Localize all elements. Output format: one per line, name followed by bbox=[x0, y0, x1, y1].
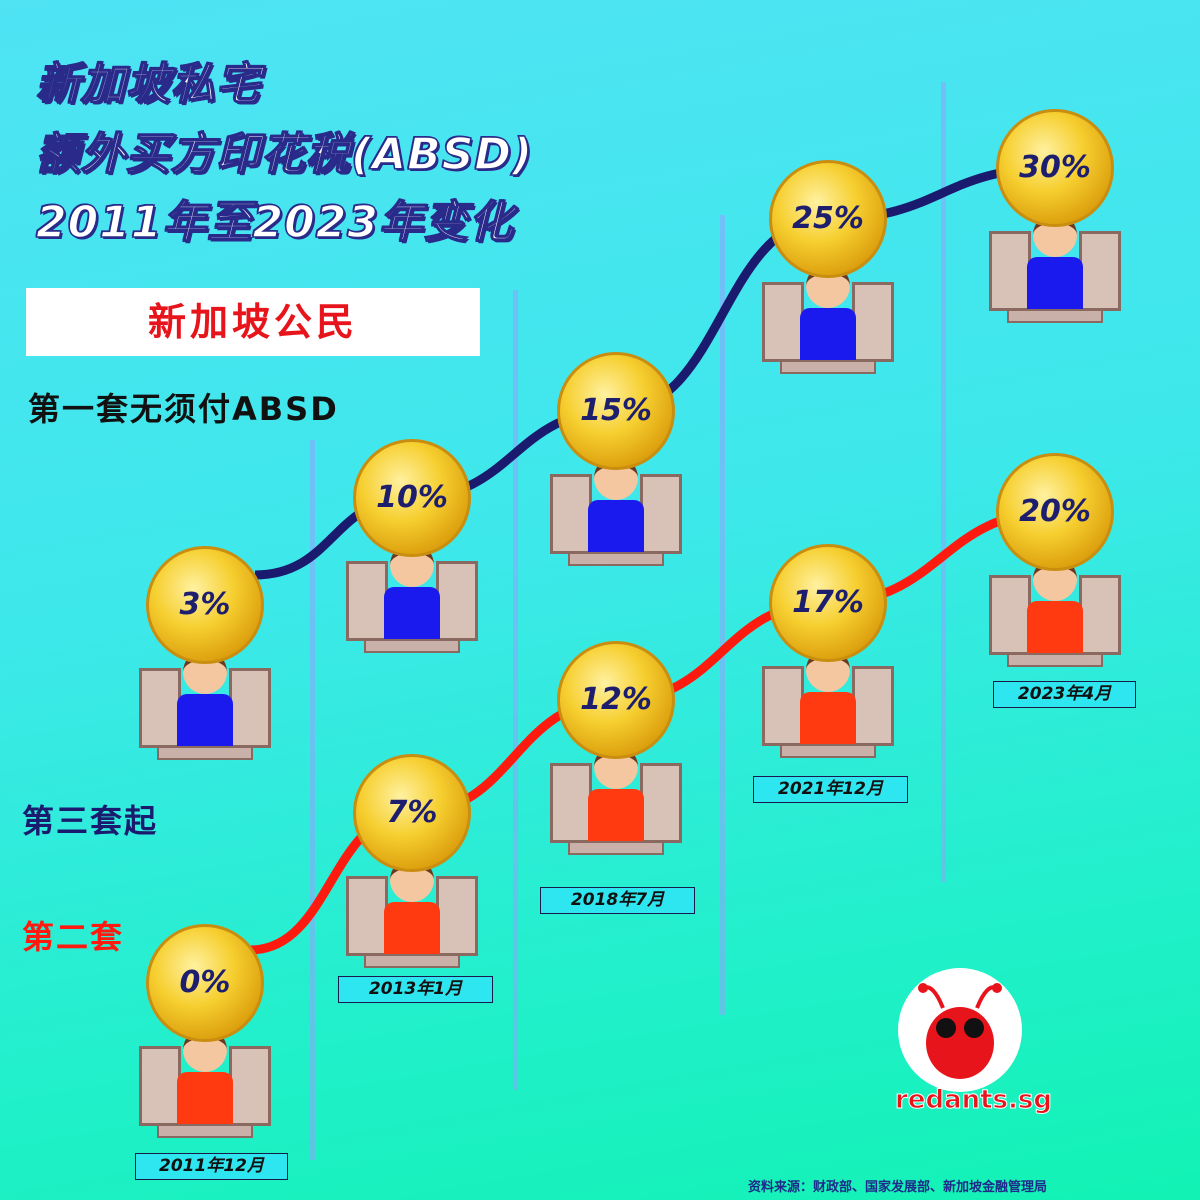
logo-text: redants.sg bbox=[895, 1085, 1053, 1116]
data-label-coin: 25% bbox=[769, 159, 887, 278]
legend-second-property: 第二套 bbox=[22, 918, 125, 956]
data-label-coin: 3% bbox=[146, 546, 264, 664]
title-line-2: 额外买方印花税(ABSD) bbox=[35, 128, 534, 181]
divider-line bbox=[720, 215, 725, 1015]
date-label: 2021年12月 bbox=[753, 776, 908, 803]
first-property-note: 第一套无须付ABSD bbox=[28, 390, 339, 428]
legend-third-property: 第三套起 bbox=[22, 802, 159, 840]
date-label: 2023年4月 bbox=[993, 681, 1136, 708]
data-label-coin: 0% bbox=[146, 924, 264, 1042]
person-at-window bbox=[346, 542, 478, 663]
redants-logo bbox=[898, 968, 1022, 1092]
person-at-window bbox=[139, 650, 271, 770]
data-label-coin: 12% bbox=[557, 641, 675, 760]
title-line-1: 新加坡私宅 bbox=[35, 58, 261, 111]
person-at-window bbox=[346, 858, 478, 978]
person-at-window bbox=[762, 263, 894, 384]
date-label: 2013年1月 bbox=[338, 976, 493, 1003]
person-at-window bbox=[762, 647, 894, 768]
date-label: 2018年7月 bbox=[540, 887, 695, 914]
citizen-label: 新加坡公民 bbox=[26, 288, 480, 356]
person-at-window bbox=[989, 213, 1121, 333]
date-label: 2011年12月 bbox=[135, 1153, 288, 1180]
person-at-window bbox=[550, 455, 682, 576]
person-at-window bbox=[989, 557, 1121, 677]
data-label-coin: 7% bbox=[353, 754, 471, 873]
person-at-window bbox=[550, 745, 682, 865]
ant-face-icon bbox=[918, 983, 1002, 1079]
source-note: 资料来源：财政部、国家发展部、新加坡金融管理局 bbox=[748, 1180, 1048, 1195]
data-label-coin: 15% bbox=[557, 351, 675, 470]
divider-line bbox=[310, 440, 315, 1160]
data-label-coin: 20% bbox=[996, 453, 1114, 571]
title-line-3: 2011年至2023年变化 bbox=[35, 196, 514, 249]
data-label-coin: 30% bbox=[996, 109, 1114, 227]
divider-line bbox=[513, 290, 518, 1090]
data-label-coin: 10% bbox=[353, 438, 471, 557]
divider-line bbox=[941, 82, 946, 882]
data-label-coin: 17% bbox=[769, 543, 887, 662]
person-at-window bbox=[139, 1028, 271, 1148]
